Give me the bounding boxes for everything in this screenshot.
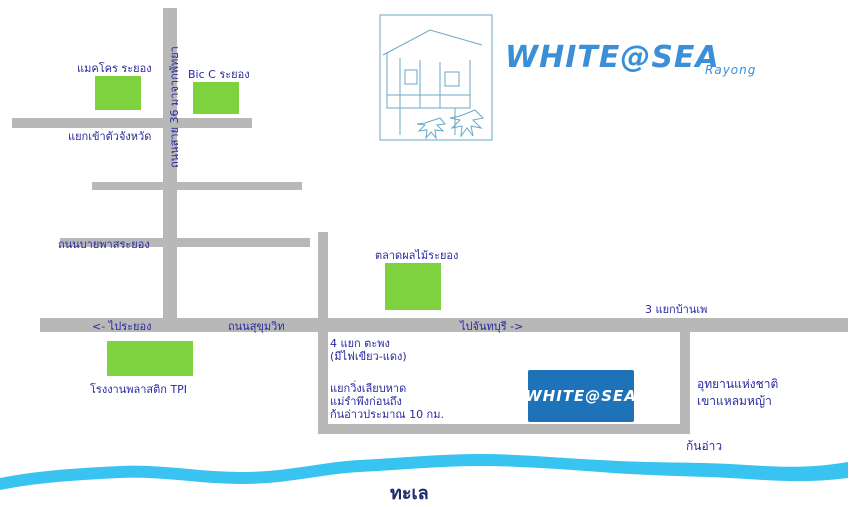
road-beach bbox=[318, 424, 690, 434]
label-park-line1: อุทยานแห่งชาติ bbox=[697, 377, 779, 391]
label-sukhumvit: ถนนสุขุมวิท bbox=[228, 320, 285, 333]
label-directions-line2: แม่รำพึงก่อนถึง bbox=[330, 395, 402, 408]
road-middle-left bbox=[92, 182, 302, 190]
landmarks bbox=[95, 76, 441, 376]
brand-title: WHITE@SEA bbox=[505, 40, 720, 75]
landmark-makro bbox=[95, 76, 141, 110]
label-fruit-market: ตลาดผลไม้ระยอง bbox=[375, 249, 459, 262]
label-city-junction: แยกเข้าตัวจังหวัด bbox=[68, 130, 152, 143]
label-directions-line1: แยกวิ่งเลียบหาด bbox=[330, 382, 407, 395]
label-tpi: โรงงานพลาสติก TPI bbox=[90, 383, 188, 396]
road-sukhumvit bbox=[40, 318, 848, 332]
hotel-location-marker: WHITE@SEA bbox=[525, 370, 637, 422]
label-route-36: ถนนสาย 36 มาจากพัทยา bbox=[168, 46, 181, 168]
landmark-fruit-market bbox=[385, 263, 441, 310]
label-sea: ทะเล bbox=[390, 483, 429, 504]
road-city-junction bbox=[12, 118, 252, 128]
house-logo-icon bbox=[379, 14, 493, 141]
label-junction-3: 3 แยกบ้านเพ bbox=[645, 303, 708, 316]
label-park-line2: เขาแหลมหญ้า bbox=[697, 394, 772, 408]
hotel-label: WHITE@SEA bbox=[525, 387, 637, 405]
label-bypass: ถนนบายพาสระยอง bbox=[58, 238, 150, 251]
label-directions-line3: ก้นอ่าวประมาณ 10 กม. bbox=[330, 408, 444, 421]
landmark-tpi bbox=[107, 341, 193, 376]
road-bypass bbox=[60, 238, 310, 247]
label-to-rayong: <- ไประยอง bbox=[92, 320, 152, 333]
label-makro: แมคโคร ระยอง bbox=[77, 62, 152, 75]
sea-wave bbox=[0, 454, 848, 490]
landmark-bigc bbox=[193, 82, 239, 114]
label-junction-4-line1: 4 แยก ตะพง bbox=[330, 337, 390, 350]
brand-subtitle: Rayong bbox=[705, 63, 757, 77]
road-route-36 bbox=[163, 8, 177, 330]
road-to-beach bbox=[318, 232, 328, 432]
label-to-chanthaburi: ไปจันทบุรี -> bbox=[460, 320, 524, 333]
label-junction-4-line2: (มีไฟเขียว-แดง) bbox=[330, 350, 407, 363]
road-right-vertical bbox=[680, 332, 690, 432]
label-bigc: Bic C ระยอง bbox=[188, 68, 250, 81]
roads bbox=[12, 8, 848, 434]
label-kon-ao: ก้นอ่าว bbox=[686, 439, 723, 453]
